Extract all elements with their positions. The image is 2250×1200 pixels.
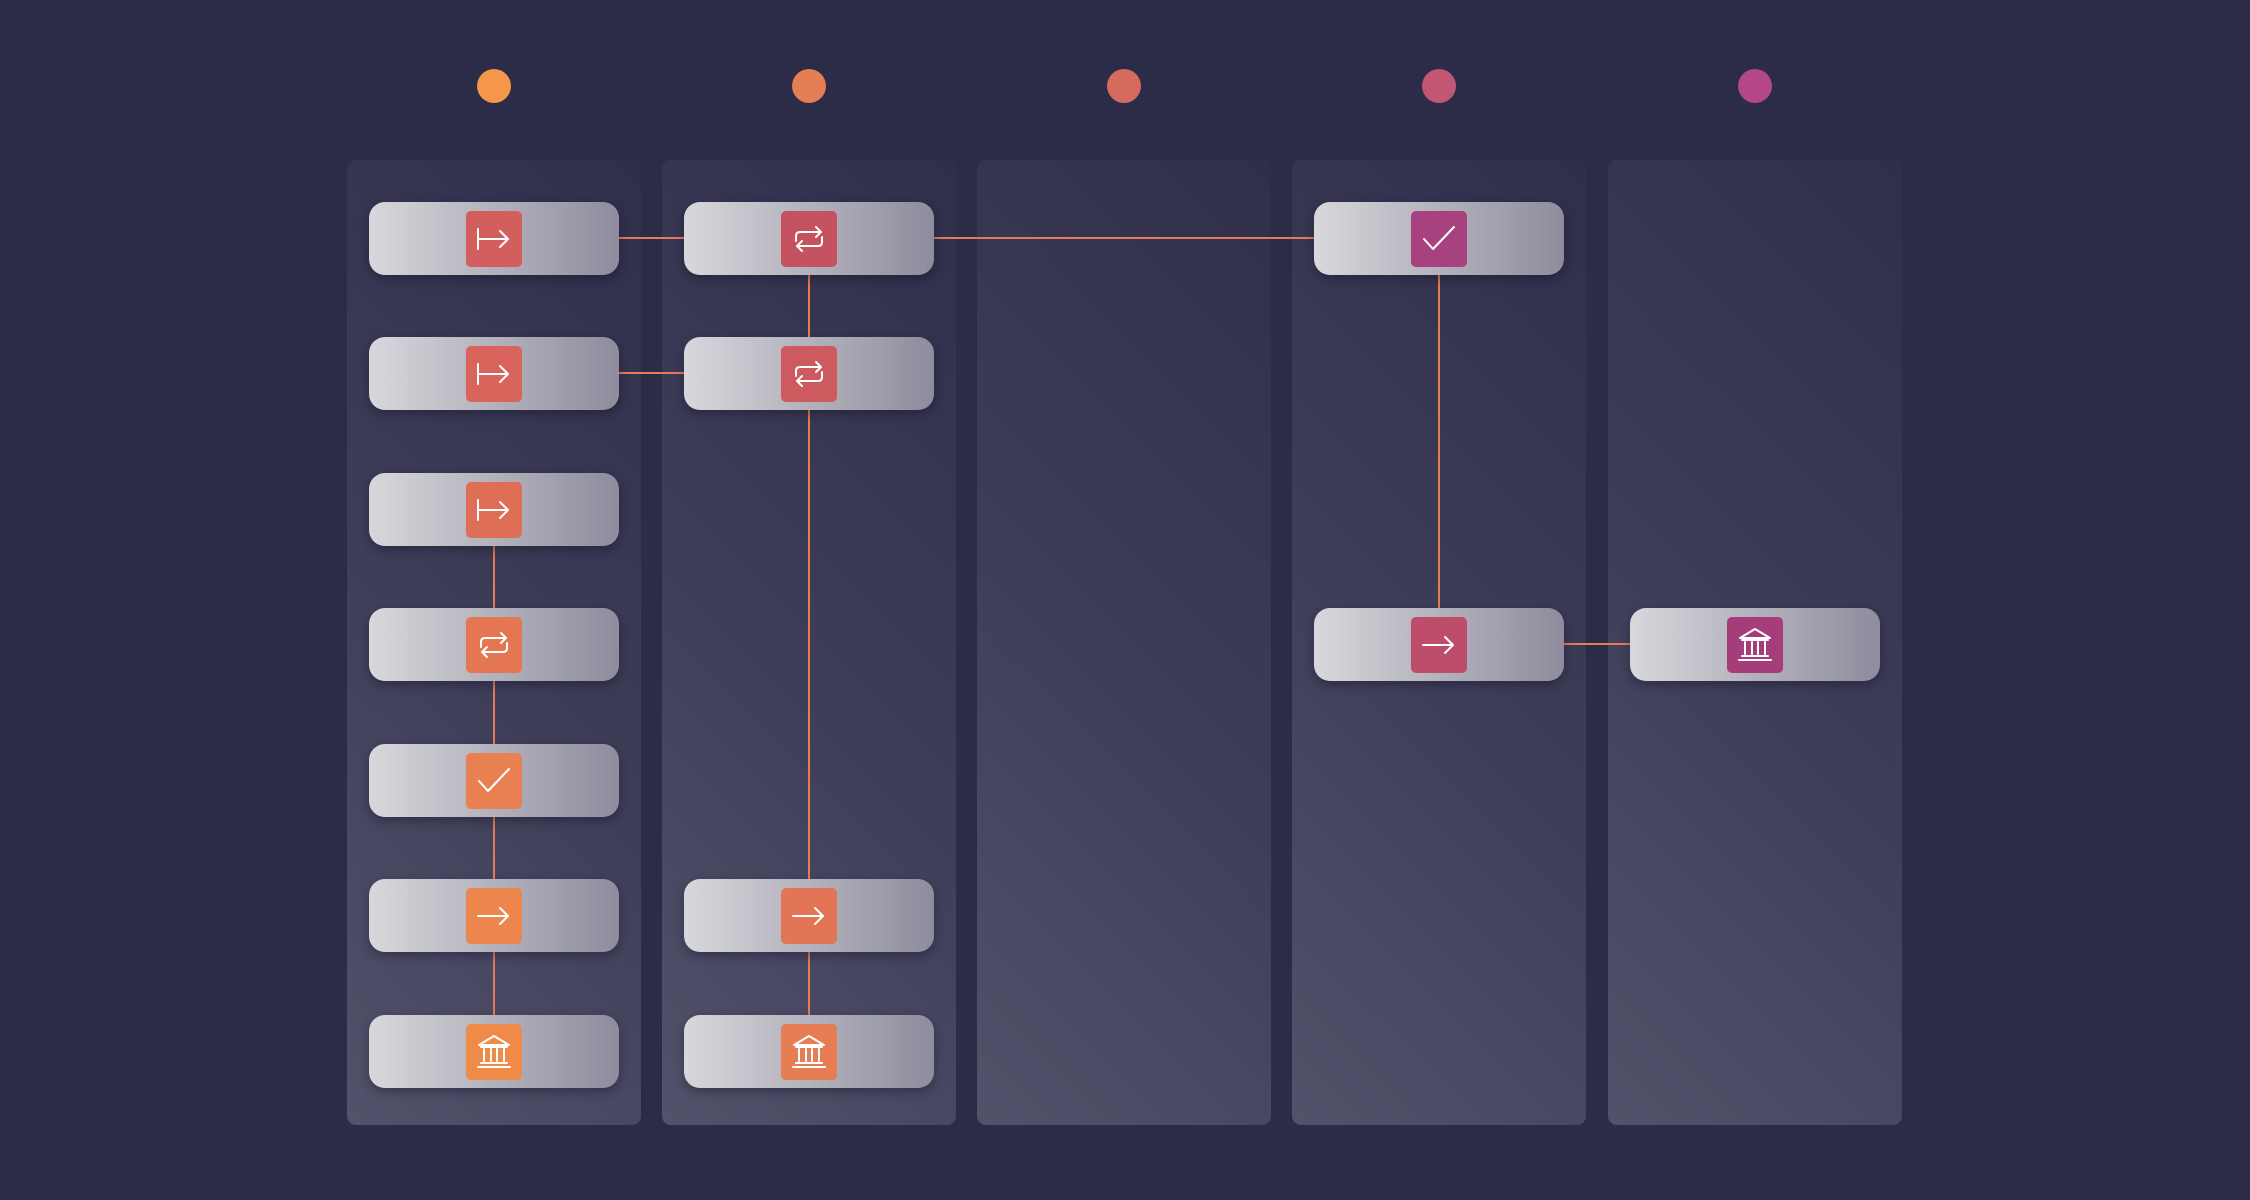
- arrow-to-bar-icon: [477, 227, 509, 250]
- arrow-right-badge: [781, 887, 837, 944]
- col-2-header-dot: [792, 69, 826, 103]
- arrow-to-bar-badge: [466, 345, 522, 402]
- node-card-c2r1: [684, 201, 934, 275]
- repeat-badge: [781, 210, 837, 267]
- connector-c1r1-c2r1: [619, 237, 684, 239]
- arrow-right-badge: [1411, 616, 1467, 673]
- node-card-c1r1: [369, 201, 619, 275]
- node-card-c1r7: [369, 1014, 619, 1088]
- node-card-c2r2: [684, 336, 934, 410]
- connector-c1r2-c2r2: [619, 372, 684, 374]
- connector-c2r2-c2r6: [808, 409, 810, 879]
- node-card-c1r5: [369, 743, 619, 817]
- repeat-icon: [795, 360, 823, 387]
- connector-c4r4-c5r4: [1564, 643, 1630, 645]
- bank-icon: [792, 1034, 826, 1068]
- connector-c1r5-c1r6: [493, 816, 495, 879]
- node-card-c5r4: [1630, 607, 1880, 681]
- bank-badge: [781, 1023, 837, 1080]
- col-4-header-dot: [1422, 69, 1456, 103]
- connector-c2r6-c2r7: [808, 951, 810, 1015]
- arrow-right-icon: [792, 906, 824, 925]
- connector-c1r3-c1r4: [493, 545, 495, 608]
- arrow-to-bar-icon: [477, 362, 509, 385]
- node-card-c4r1: [1314, 201, 1564, 275]
- node-card-c1r6: [369, 878, 619, 952]
- arrow-to-bar-icon: [477, 498, 509, 521]
- connector-c1r4-c1r5: [493, 680, 495, 744]
- node-card-c4r4: [1314, 607, 1564, 681]
- arrow-to-bar-badge: [466, 210, 522, 267]
- check-icon: [1423, 225, 1455, 250]
- repeat-icon: [795, 225, 823, 252]
- arrow-right-icon: [477, 906, 509, 925]
- col-3-panel: [977, 160, 1271, 1125]
- connector-c2r1-c4r1: [934, 237, 1314, 239]
- bank-badge: [466, 1023, 522, 1080]
- connector-c1r6-c1r7: [493, 951, 495, 1015]
- arrow-right-badge: [466, 887, 522, 944]
- arrow-right-icon: [1422, 635, 1454, 654]
- repeat-badge: [466, 616, 522, 673]
- check-badge: [466, 752, 522, 809]
- check-icon: [478, 767, 510, 792]
- bank-badge: [1727, 616, 1783, 673]
- arrow-to-bar-badge: [466, 481, 522, 538]
- node-card-c1r3: [369, 472, 619, 546]
- node-card-c2r7: [684, 1014, 934, 1088]
- bank-icon: [1738, 627, 1772, 661]
- repeat-icon: [480, 631, 508, 658]
- repeat-badge: [781, 345, 837, 402]
- col-1-header-dot: [477, 69, 511, 103]
- connector-c4r1-c4r4: [1438, 274, 1440, 608]
- node-card-c2r6: [684, 878, 934, 952]
- col-3-header-dot: [1107, 69, 1141, 103]
- connector-c2r1-c2r2: [808, 274, 810, 337]
- bank-icon: [477, 1034, 511, 1068]
- node-card-c1r2: [369, 336, 619, 410]
- col-5-header-dot: [1738, 69, 1772, 103]
- node-card-c1r4: [369, 607, 619, 681]
- check-badge: [1411, 210, 1467, 267]
